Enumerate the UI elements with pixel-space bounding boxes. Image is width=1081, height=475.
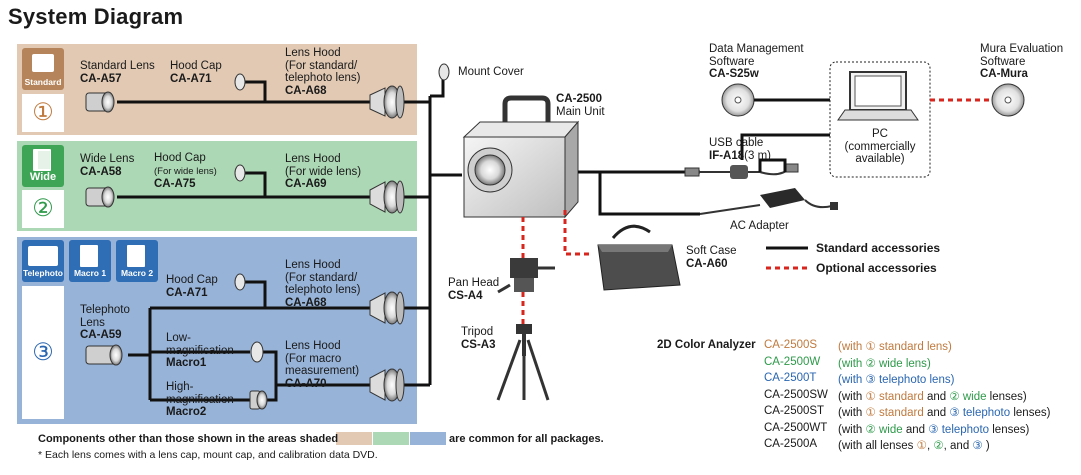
analyzer-model-description: (with all lenses ①, ②, and ③ ) xyxy=(838,440,990,452)
wide-number: ② xyxy=(32,195,54,222)
analyzer-model-description: (with ① standard and ② wide lenses) xyxy=(838,390,1027,403)
pan-head-icon xyxy=(497,258,555,294)
pc-box xyxy=(829,61,931,178)
analyzer-model-name: CA-2500ST xyxy=(764,405,825,417)
standard-number: ① xyxy=(32,99,54,126)
macro1-badge-icon xyxy=(69,240,111,282)
telephoto-hood-cap-icon xyxy=(234,273,246,291)
mount-cover-label: Mount Cover xyxy=(458,66,524,78)
soft-case-icon xyxy=(597,224,681,291)
legend-optional-label: Optional accessories xyxy=(816,261,937,275)
footer-note-before: Components other than those shown in the… xyxy=(38,433,339,445)
wide-hood-cap-label: Hood Cap(For wide lens)CA-A75 xyxy=(154,152,217,190)
analyzer-model-description: (with ③ telephoto lens) xyxy=(838,374,955,386)
macro2-lens-icon xyxy=(249,390,268,410)
analyzer-model-name: CA-2500SW xyxy=(764,388,828,401)
standard-hood-cap-icon xyxy=(234,73,246,91)
wide-badge-icon xyxy=(22,145,64,187)
standard-hood-icon xyxy=(369,85,405,119)
laptop-icon xyxy=(837,71,919,121)
analyzer-heading: 2D Color Analyzer xyxy=(657,339,756,351)
macro2-badge-label: Macro 2 xyxy=(120,268,154,278)
analyzer-model-name: CA-2500T xyxy=(764,372,817,384)
telephoto-badge-label: Telephoto xyxy=(23,268,63,278)
macro1-badge-label: Macro 1 xyxy=(73,268,107,278)
ac-adapter-label: AC Adapter xyxy=(730,220,789,232)
wide-panel xyxy=(17,141,417,231)
analyzer-model-name: CA-2500WT xyxy=(764,421,828,434)
standard-badge-icon xyxy=(22,48,64,90)
analyzer-model-name: CA-2500W xyxy=(764,355,821,368)
legend-standard-label: Standard accessories xyxy=(816,241,941,255)
analyzer-model-description: (with ② wide lens) xyxy=(838,357,931,370)
telephoto-badge-icon xyxy=(22,240,64,282)
macro1-lens-icon xyxy=(250,341,264,363)
wide-hood-icon xyxy=(369,180,405,214)
analyzer-model-description: (with ① standard lens) xyxy=(838,341,952,353)
analyzer-model-description: (with ① standard and ③ telephoto lenses) xyxy=(838,407,1051,419)
data-management-software-disc-icon xyxy=(721,83,755,117)
standard-hood-label: Lens Hood(For standard/telephoto lens)CA… xyxy=(285,47,361,97)
swatch-standard xyxy=(336,432,372,445)
wide-lens-icon xyxy=(85,186,115,208)
telephoto-lens-icon xyxy=(85,344,123,366)
swatch-wide xyxy=(373,432,409,445)
telephoto-hood-label: Lens Hood(For standard/telephoto lens)CA… xyxy=(285,259,361,309)
ac-adapter-icon xyxy=(699,188,838,215)
telephoto-number: ③ xyxy=(32,339,54,366)
page-title: System Diagram xyxy=(8,4,184,29)
swatch-telephoto xyxy=(410,432,446,445)
macro2-badge-icon xyxy=(116,240,158,282)
wide-hood-cap-icon xyxy=(234,164,246,182)
usb-cable-icon xyxy=(684,133,830,179)
mount-cover-icon xyxy=(438,63,450,81)
wide-hood-label: Lens Hood(For wide lens)CA-A69 xyxy=(285,153,362,190)
telephoto-hood-icon xyxy=(369,291,405,325)
footer-note-after: are common for all packages. xyxy=(449,433,604,445)
main-unit-icon xyxy=(462,95,580,219)
wide-badge-label: Wide xyxy=(29,171,57,183)
standard-badge-label: Standard xyxy=(24,77,62,87)
macro-hood-icon xyxy=(369,368,405,402)
analyzer-model-name: CA-2500S xyxy=(764,339,818,351)
analyzer-model-name: CA-2500A xyxy=(764,438,818,450)
standard-panel xyxy=(17,44,417,135)
analyzer-model-description: (with ② wide and ③ telephoto lenses) xyxy=(838,423,1030,436)
tripod-icon xyxy=(496,324,550,401)
footer-note-lens: * Each lens comes with a lens cap, mount… xyxy=(38,449,378,461)
mura-software-disc-icon xyxy=(991,83,1025,117)
standard-lens-icon xyxy=(85,91,115,113)
